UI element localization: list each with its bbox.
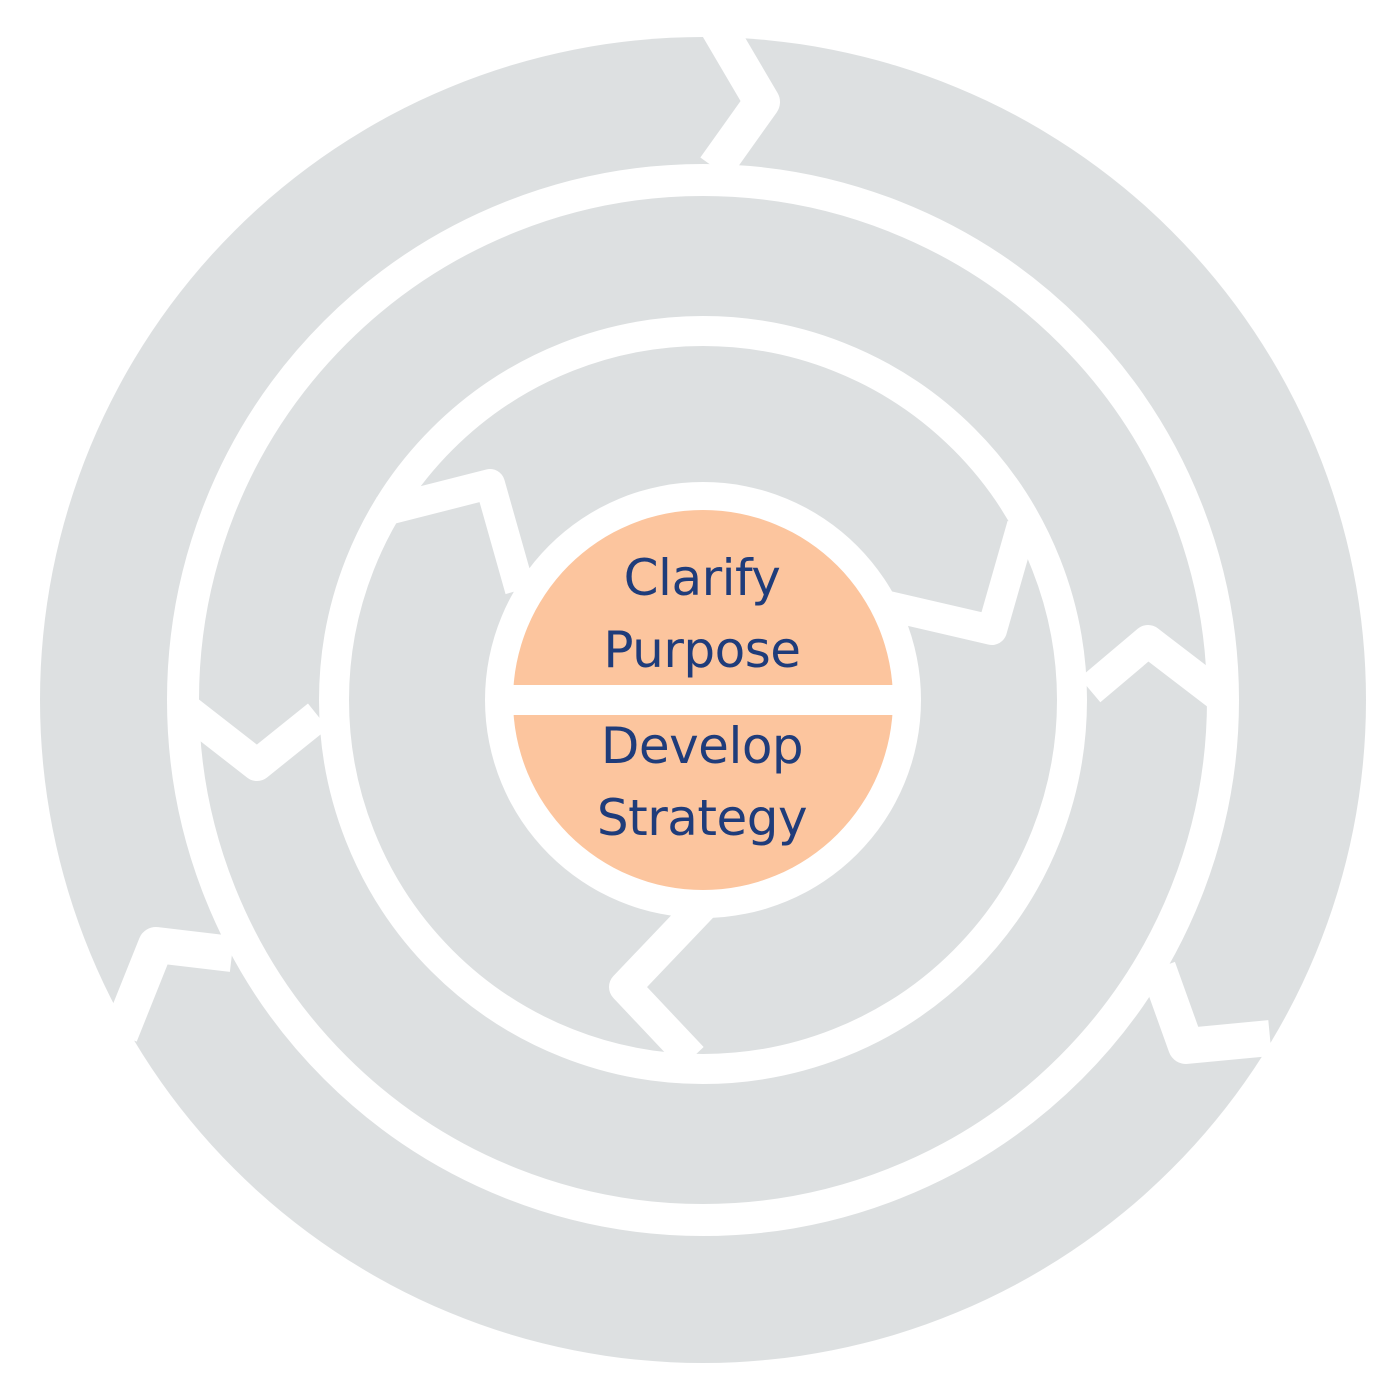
inner-separator [319,316,1087,1084]
clarify-purpose-label: Clarify Purpose [512,542,892,686]
middle-arrow-gap-right [1079,625,1235,713]
develop-strategy-line2: Strategy [596,789,808,847]
middle-arrow-gap-left [170,692,329,781]
inner-arrow-gap-right [876,520,1037,645]
inner-arrow-gap-bottom [609,890,718,1069]
develop-strategy-line1: Develop [600,717,804,775]
clarify-purpose-line2: Purpose [603,621,801,679]
develop-strategy-label: Develop Strategy [512,710,892,854]
center-divider [500,685,906,715]
outer-arrow-gap-right [1141,961,1272,1064]
inner-arrow-gap-top-left [376,469,535,595]
outer-arrow-gap-left [103,927,235,1042]
clarify-purpose-line1: Clarify [623,549,781,607]
outer-arrow-gap-top [699,12,780,179]
